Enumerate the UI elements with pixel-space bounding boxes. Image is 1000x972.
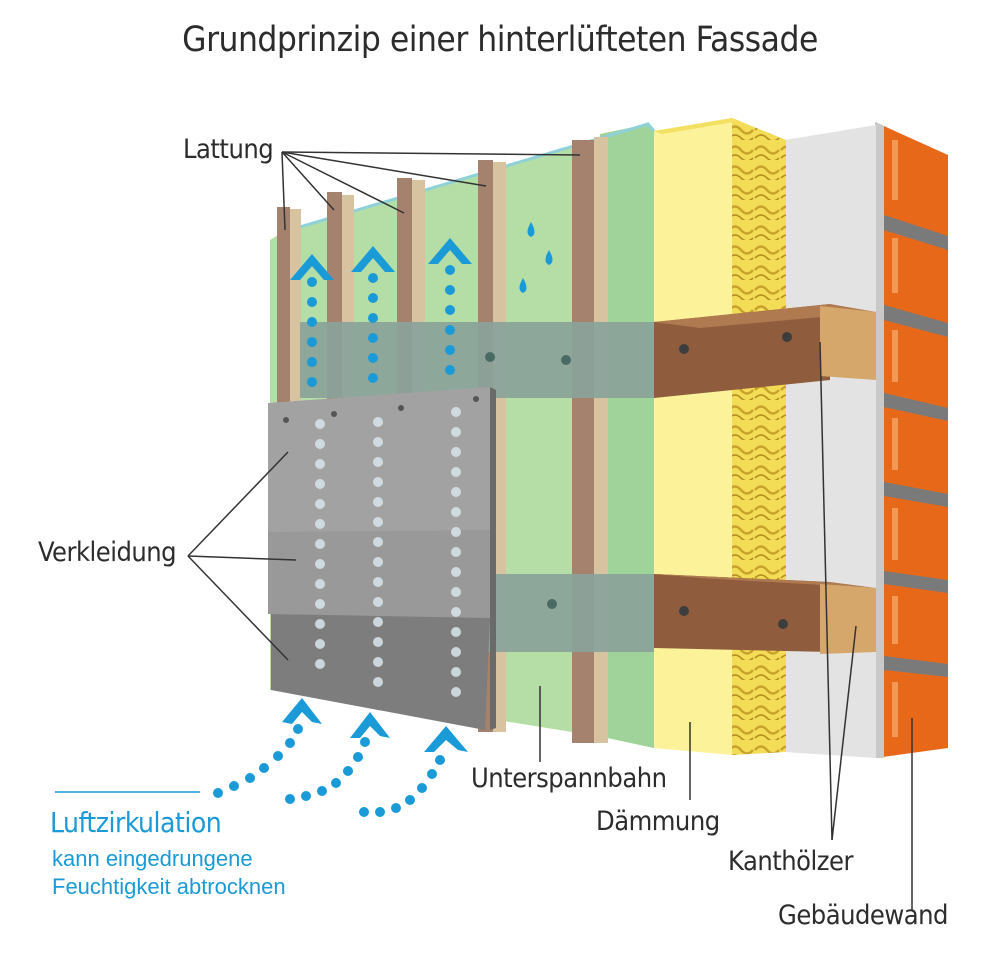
note-heading: Luftzirkulation: [50, 806, 222, 839]
air-dots-column-2: [351, 246, 395, 687]
water-drops: [519, 222, 553, 293]
label-lattung: Lattung: [183, 134, 274, 165]
plaster-layer: [785, 125, 876, 758]
air-dots-column-3: [428, 238, 472, 697]
building-wall: [875, 122, 948, 758]
note-line-2: Feuchtigkeit abtrocknen: [52, 874, 286, 899]
label-unterspannbahn: Unterspannbahn: [471, 763, 667, 794]
air-dots-column-1: [290, 254, 334, 669]
label-daemmung: Dämmung: [596, 806, 720, 837]
air-intake-paths: [213, 698, 468, 817]
cladding: [268, 387, 496, 730]
insulation: [654, 118, 786, 755]
note-line-1: kann eingedrungene: [52, 846, 253, 871]
label-gebaeudewand: Gebäudewand: [778, 900, 948, 931]
upper-beam: [300, 304, 876, 398]
mortar-joints: [884, 215, 948, 677]
diagram-title: Grundprinzip einer hinterlüfteten Fassad…: [182, 20, 818, 60]
leader-lines: [187, 151, 913, 910]
label-verkleidung: Verkleidung: [38, 537, 177, 568]
air-flow-arrows: [213, 238, 472, 817]
label-kanthoelzer: Kanthölzer: [728, 846, 853, 877]
